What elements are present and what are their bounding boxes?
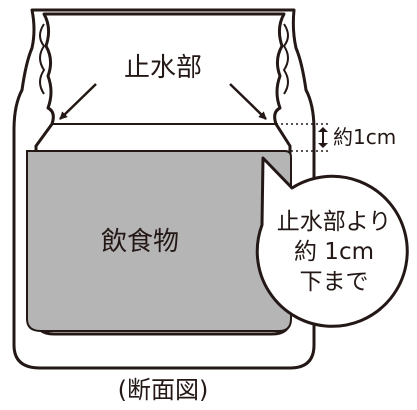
callout-text-line2: 約 1cm bbox=[294, 239, 374, 265]
food-fill-area bbox=[26, 150, 292, 332]
gap-label: 約1cm bbox=[333, 125, 396, 149]
callout-bubble bbox=[255, 156, 409, 328]
callout-text-line1: 止水部より bbox=[277, 209, 392, 235]
caption-label: (断面図) bbox=[118, 376, 209, 404]
left-neck-seal-profile bbox=[39, 23, 46, 95]
contents-label: 飲食物 bbox=[101, 227, 179, 257]
right-neck-seal-profile bbox=[282, 23, 289, 95]
seal-part-label: 止水部 bbox=[124, 53, 202, 83]
seal-arrow-right bbox=[229, 83, 267, 120]
gap-arrow-icon bbox=[318, 127, 328, 148]
callout-text-line3: 下まで bbox=[300, 269, 369, 295]
seal-arrow-left bbox=[59, 83, 97, 120]
